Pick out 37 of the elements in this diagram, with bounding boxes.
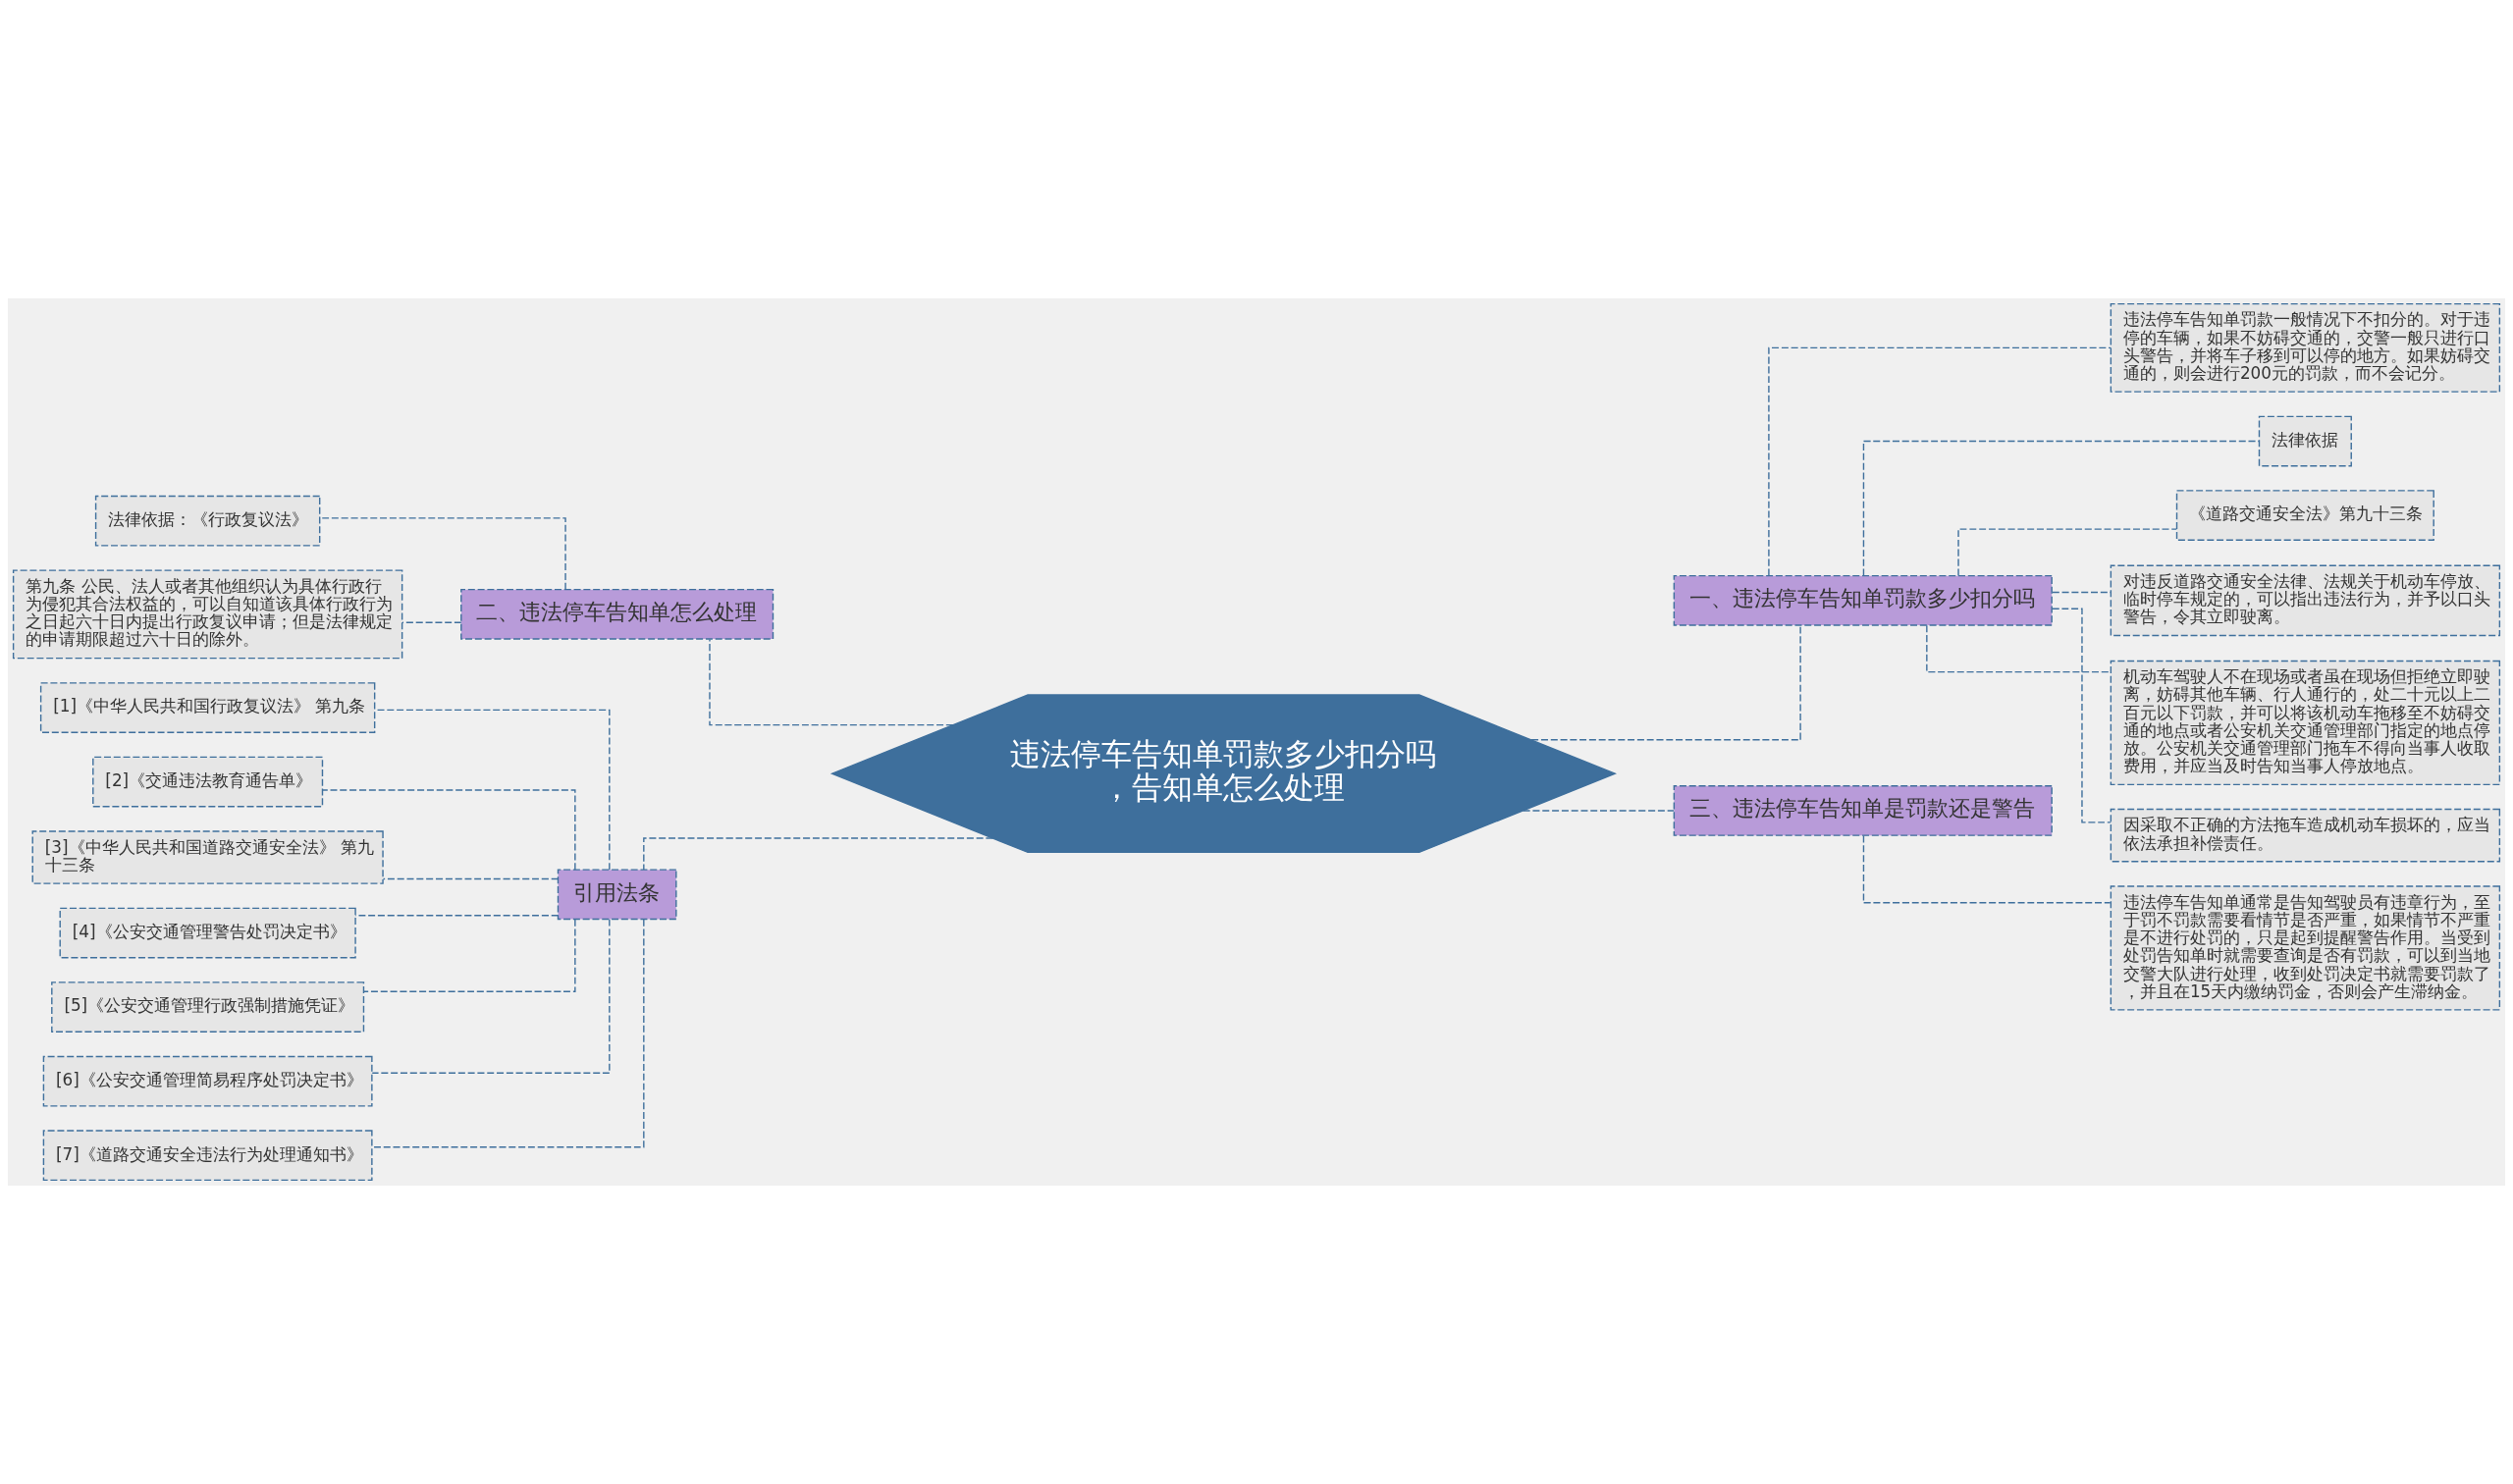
connector [371,919,645,1148]
connector [354,915,560,917]
connector [1862,440,2260,577]
node-box: [6]《公安交通管理简易程序处罚决定书》 [42,1055,373,1107]
node-box: [2]《交通违法教育通告单》 [92,756,324,808]
connector [401,621,462,623]
node-box: 机动车驾驶人不在现场或者虽在现场但拒绝立即驶离，妨碍其他车辆、行人通行的，处二十元以上二百元以下罚款，并可以将该机动车拖移至不妨碍交通的地点或者公安机关交通管理部门指定的地点停放。公安机关交通管理部门拖车不得向当事人收取费用，并应当及时告知当事人停放地点。 [2110,660,2501,786]
connector [382,877,560,880]
connector [1862,834,2112,904]
node-box: 引用法条 [557,869,677,921]
connector [1957,528,2177,577]
node-box: [7]《道路交通安全违法行为处理通知书》 [42,1130,373,1182]
connector [709,638,954,726]
connector [319,517,566,591]
node-box: 法律依据：《行政复议法》 [94,495,321,547]
node-box: 三、违法停车告知单是罚款还是警告 [1673,785,2053,836]
node-box: 违法停车告知单罚款一般情况下不扣分的。对于违停的车辆，如果不妨碍交通的，交警一般只进行口头警告，并将车子移到可以停的地方。如果妨碍交通的，则会进行200元的罚款，而不会记分。 [2110,302,2501,393]
node-box: 对违反道路交通安全法律、法规关于机动车停放、临时停车规定的，可以指出违法行为，并予以口头警告，令其立即驶离。 [2110,564,2501,637]
node-box: 《道路交通安全法》第九十三条 [2175,490,2434,541]
connector [643,837,993,871]
connector [1530,624,1801,741]
node-box: [3]《中华人民共和国道路交通安全法》 第九十三条 [31,830,384,884]
connector [1522,810,1675,812]
node-box: 违法停车告知单通常是告知驾驶员有违章行为，至于罚不罚款需要看情节是否严重，如果情节不严重是不进行处罚的，只是起到提醒警告作用。当受到处罚告知单时就需要查询是否有罚款，可以到当地交警大队进行处理，收到处罚决定书就需要罚款了，并且在15天内缴纳罚金，否则会产生滞纳金。 [2110,885,2501,1011]
connector [1926,624,2112,673]
node-box: 因采取不正确的方法拖车造成机动车损坏的，应当依法承担补偿责任。 [2110,808,2501,863]
connector [371,918,611,1074]
connector [321,789,576,871]
connector [363,919,576,992]
node-box: [4]《公安交通管理警告处罚决定书》 [59,907,356,959]
node-box: 第九条 公民、法人或者其他组织认为具体行政行为侵犯其合法权益的，可以自知道该具体行政行为之日起六十日内提出行政复议申请；但是法律规定的申请期限超过六十日的除外。 [12,569,403,660]
node-box: [5]《公安交通管理行政强制措施凭证》 [51,981,365,1033]
node-box: [1]《中华人民共和国行政复议法》 第九条 [39,682,376,733]
node-box: 法律依据 [2258,415,2352,467]
node-box: 二、违法停车告知单怎么处理 [460,588,775,640]
node-box: 一、违法停车告知单罚款多少扣分吗 [1673,574,2053,626]
connector [1768,346,2112,576]
